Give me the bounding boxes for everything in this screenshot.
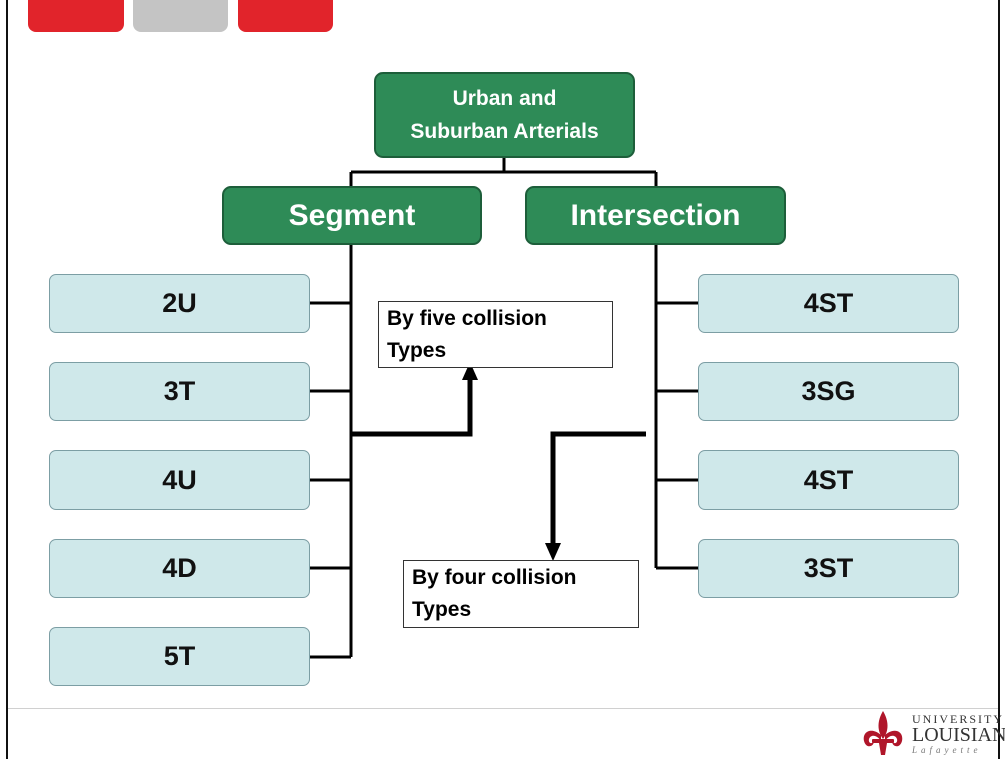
intersection-type-4st-2: 4ST [698, 450, 959, 510]
segment-type-4u: 4U [49, 450, 310, 510]
four-collision-types-note: By four collision Types [403, 560, 639, 628]
note-five-line-1: By five collision [387, 307, 547, 330]
footer-divider [8, 708, 998, 709]
arrow-to-four-types [550, 431, 646, 545]
logo-line-louisiana: LOUISIANA [912, 724, 1005, 746]
top-tab-red-left [28, 0, 124, 32]
segment-type-5t: 5T [49, 627, 310, 686]
segment-type-2u: 2U [49, 274, 310, 333]
arrowhead-down [545, 543, 561, 561]
segment-node: Segment [222, 186, 482, 245]
top-tab-gray [133, 0, 228, 32]
logo-line-university: UNIVERSITY [912, 712, 1004, 726]
intersection-type-4st: 4ST [698, 274, 959, 333]
note-four-line-2: Types [412, 598, 472, 621]
top-tab-red-right [238, 0, 333, 32]
fleur-de-lis-icon [863, 711, 903, 755]
intersection-type-3st: 3ST [698, 539, 959, 598]
arrow-to-five-types [351, 378, 473, 437]
root-node: Urban and Suburban Arterials [374, 72, 635, 158]
arrowhead-up [462, 362, 478, 380]
note-four-line-1: By four collision [412, 566, 577, 589]
intersection-type-3sg: 3SG [698, 362, 959, 421]
segment-type-3t: 3T [49, 362, 310, 421]
root-line-2: Suburban Arterials [410, 120, 599, 143]
segment-type-4d: 4D [49, 539, 310, 598]
root-line-1: Urban and [452, 87, 557, 110]
logo-line-lafayette: Lafayette [912, 745, 982, 755]
note-five-line-2: Types [387, 339, 447, 362]
intersection-node: Intersection [525, 186, 786, 245]
five-collision-types-note: By five collision Types [378, 301, 613, 368]
slide-frame [6, 0, 1000, 759]
